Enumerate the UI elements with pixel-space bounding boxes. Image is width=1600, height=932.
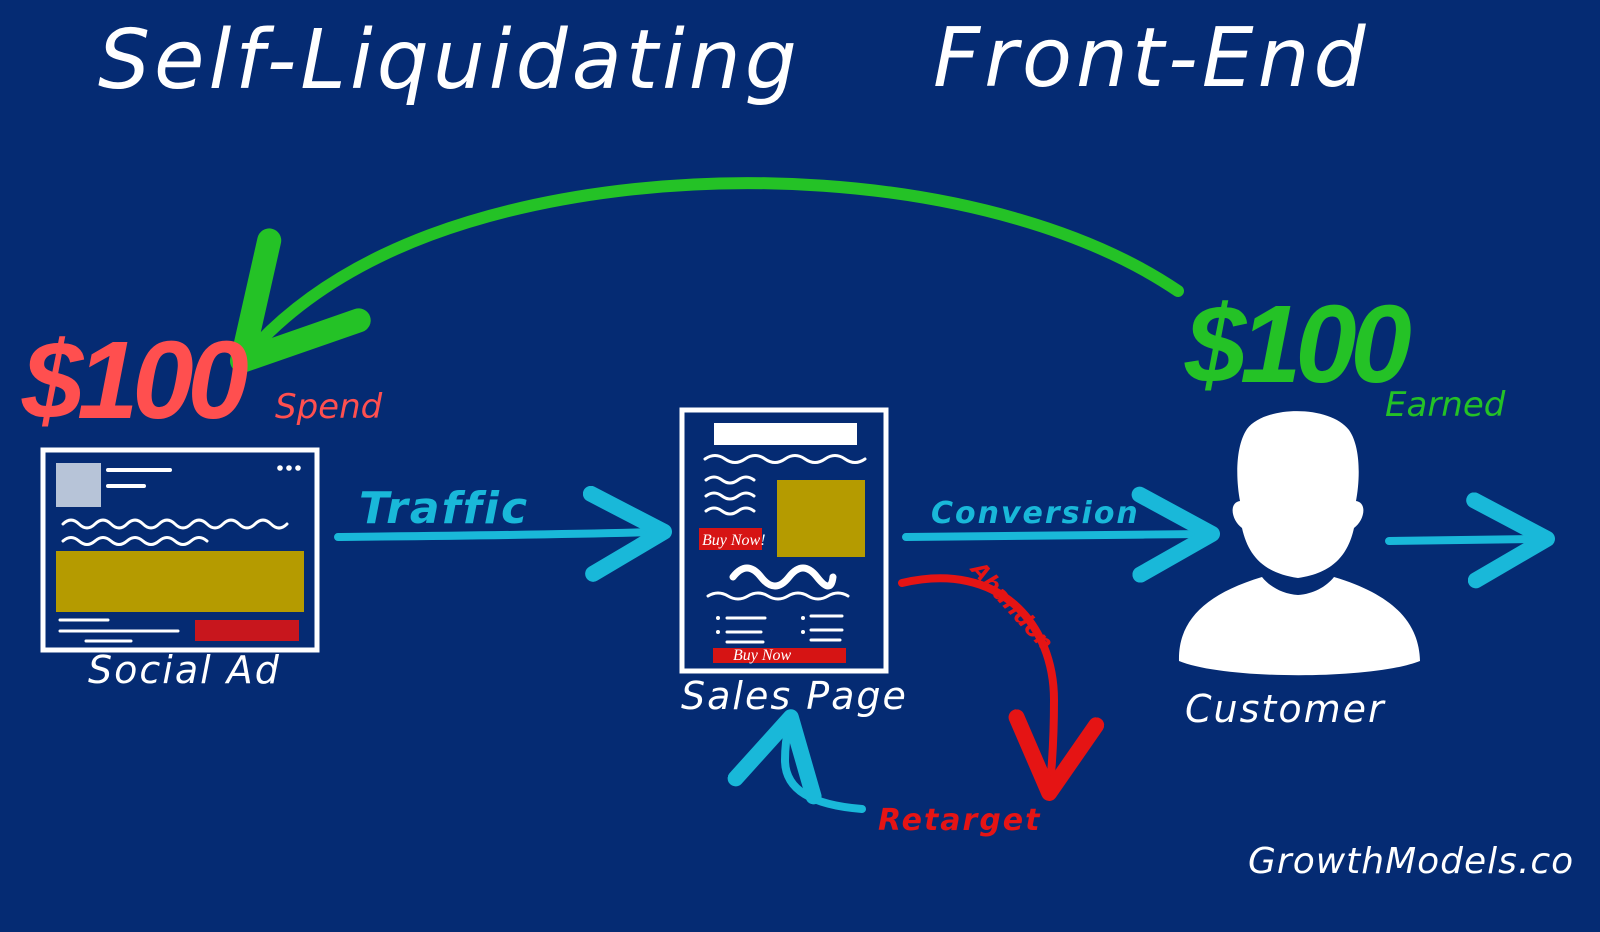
social-ad-copy-line-2 (61, 536, 209, 546)
sales-page-mockup: Buy Now! Buy Now (679, 407, 889, 674)
abandon-flow: Abandon (898, 556, 1105, 801)
social-ad-label: Social Ad (88, 648, 281, 692)
social-ad-footer-lines (58, 618, 180, 643)
abandon-label: Abandon (964, 556, 1057, 656)
social-ad-card (40, 447, 320, 653)
sales-page-copy-lines (704, 475, 756, 516)
outgoing-arrow (1385, 492, 1555, 589)
abandon-arrow (898, 574, 1105, 801)
buy-now-secondary-button[interactable] (713, 648, 846, 663)
buy-now-secondary-label: Buy Now (733, 647, 792, 664)
retarget-arrow (727, 709, 866, 813)
sales-page-image-placeholder (777, 480, 865, 557)
customer-label: Customer (1185, 687, 1386, 731)
social-ad-cta-placeholder (195, 620, 299, 641)
diagram-title: Self-Liquidating Front-End (98, 11, 1370, 108)
earned-amount: $100 (1184, 283, 1412, 406)
social-ad-image-placeholder (56, 551, 304, 612)
title-part-1: Self-Liquidating (98, 13, 801, 108)
spend-label: Spend (275, 387, 383, 427)
sales-page-frame (679, 407, 889, 674)
watermark: GrowthModels.co (1248, 841, 1574, 882)
more-options-icon (277, 465, 301, 471)
retarget-label: Retarget (878, 803, 1042, 838)
conversion-label: Conversion (931, 496, 1140, 531)
traffic-flow: Traffic (334, 483, 672, 582)
customer-body (1178, 577, 1420, 676)
return-flow-arrow (230, 177, 1184, 373)
sales-page-copy-line-2 (706, 591, 850, 601)
social-ad-copy-line-1 (61, 518, 289, 530)
spend-amount: $100 (21, 319, 249, 442)
sales-page-label: Sales Page (681, 674, 908, 718)
sales-page-scribble (729, 564, 837, 590)
traffic-arrow (334, 485, 672, 582)
earned-label: Earned (1385, 385, 1506, 425)
sales-page-bullets-left (716, 616, 767, 644)
sales-page-bullets-right (801, 614, 844, 642)
spend-amount-group: $100 Spend (21, 319, 383, 442)
social-ad-avatar-placeholder (56, 463, 101, 507)
buy-now-primary-button[interactable] (699, 528, 762, 550)
social-ad-header-lines (106, 468, 172, 488)
retarget-flow: Retarget (727, 709, 1042, 838)
sales-page-copy-line-1 (703, 454, 867, 464)
social-ad-frame (40, 447, 320, 653)
traffic-label: Traffic (359, 483, 529, 534)
earned-amount-group: $100 Earned (1184, 283, 1506, 425)
conversion-flow: Conversion (902, 486, 1220, 583)
sales-page-headline-block (714, 423, 857, 445)
customer-head (1232, 411, 1364, 578)
customer-icon (1178, 411, 1420, 676)
conversion-arrow (902, 486, 1220, 583)
buy-now-primary-label: Buy Now! (702, 532, 766, 549)
title-part-2: Front-End (933, 11, 1370, 106)
